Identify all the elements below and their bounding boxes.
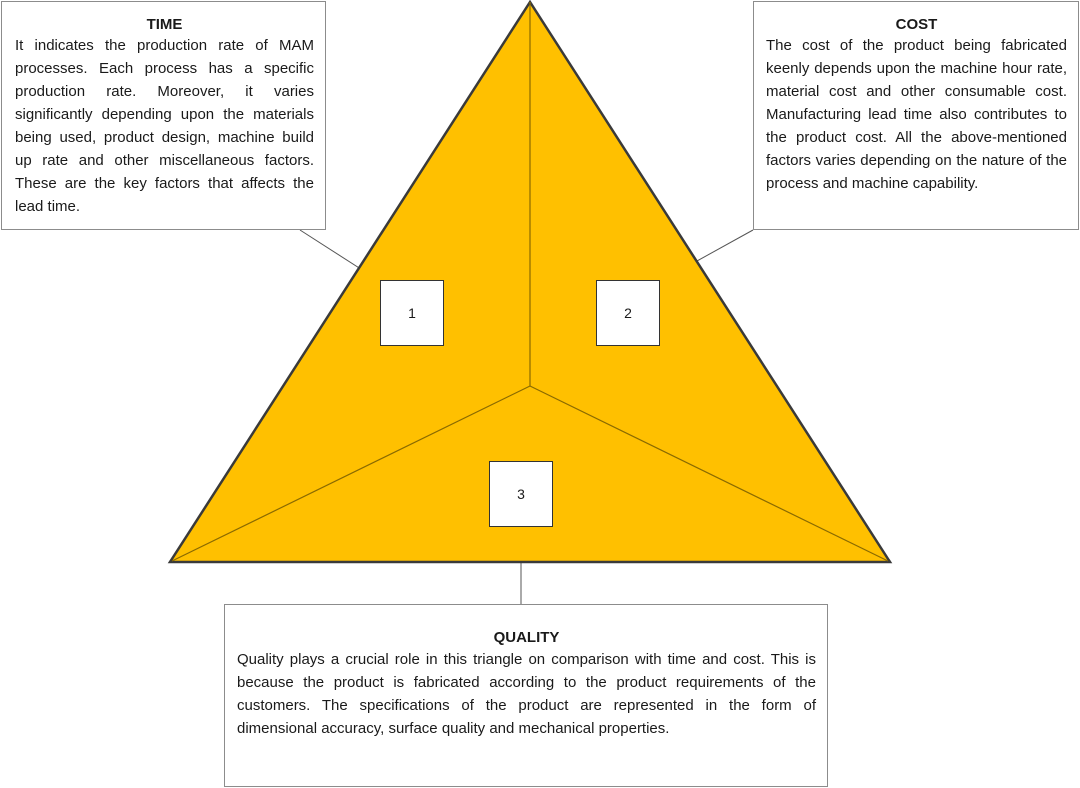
section-number-1: 1 [408,305,416,321]
section-number-box-1: 1 [380,280,444,346]
time-description: It indicates the production rate of MAM … [15,37,314,215]
cost-description: The cost of the product being fabricated… [766,37,1067,192]
section-number-box-2: 2 [596,280,660,346]
cost-callout-box: COST The cost of the product being fabri… [753,1,1079,230]
divider-line-left [171,385,531,562]
quality-title: QUALITY [493,629,560,646]
time-title: TIME [146,16,183,33]
quality-callout-box: QUALITY Quality plays a crucial role in … [224,604,828,787]
section-number-3: 3 [517,486,525,502]
section-number-2: 2 [624,305,632,321]
time-callout-box: TIME It indicates the production rate of… [1,1,326,230]
quality-description: Quality plays a crucial role in this tri… [237,651,816,737]
divider-line-right [529,385,889,562]
section-number-box-3: 3 [489,461,553,527]
cost-title: COST [895,16,938,33]
